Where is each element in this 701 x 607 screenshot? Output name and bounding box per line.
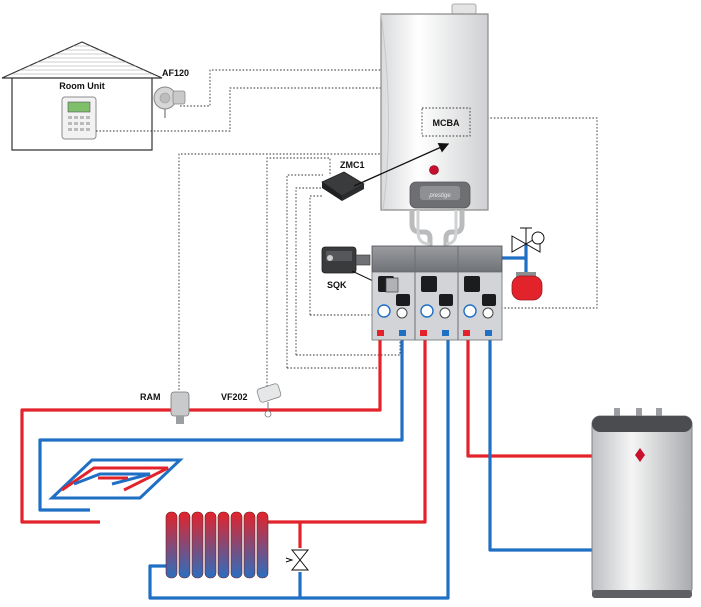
house-icon xyxy=(1,41,163,151)
boiler-brand-label: prestige xyxy=(428,193,451,199)
bypass-valve-icon[interactable] xyxy=(285,549,310,571)
underfloor-loop-icon xyxy=(48,458,184,500)
zmc1-label: ZMC1 xyxy=(340,160,365,170)
mixing-actuator-icon[interactable] xyxy=(321,246,371,274)
room-thermostat-icon[interactable] xyxy=(61,96,97,140)
ram-label: RAM xyxy=(140,392,161,402)
af120-label: AF120 xyxy=(162,68,189,78)
hydronic-pipes xyxy=(20,244,592,600)
expansion-vessel-icon[interactable] xyxy=(511,272,543,301)
boiler-icon[interactable]: prestige xyxy=(380,3,489,248)
zmc1-to-mcba-arrow xyxy=(353,142,450,187)
mcba-box xyxy=(421,107,471,137)
outdoor-sensor-icon[interactable] xyxy=(153,86,186,118)
control-wiring xyxy=(96,69,598,390)
fill-valve-icon[interactable] xyxy=(511,227,545,253)
room-unit-label: Room Unit xyxy=(59,81,105,91)
vf202-label: VF202 xyxy=(221,392,248,402)
manifold-icon[interactable] xyxy=(371,245,503,341)
vf202-sensor-icon[interactable] xyxy=(256,383,282,418)
zone-controller-icon[interactable] xyxy=(321,171,365,201)
sqk-label: SQK xyxy=(327,280,347,290)
mcba-label: MCBA xyxy=(433,118,460,128)
water-heater-icon[interactable] xyxy=(591,408,693,598)
ram-sensor-icon[interactable] xyxy=(170,391,190,424)
radiator-icon[interactable] xyxy=(165,511,269,579)
